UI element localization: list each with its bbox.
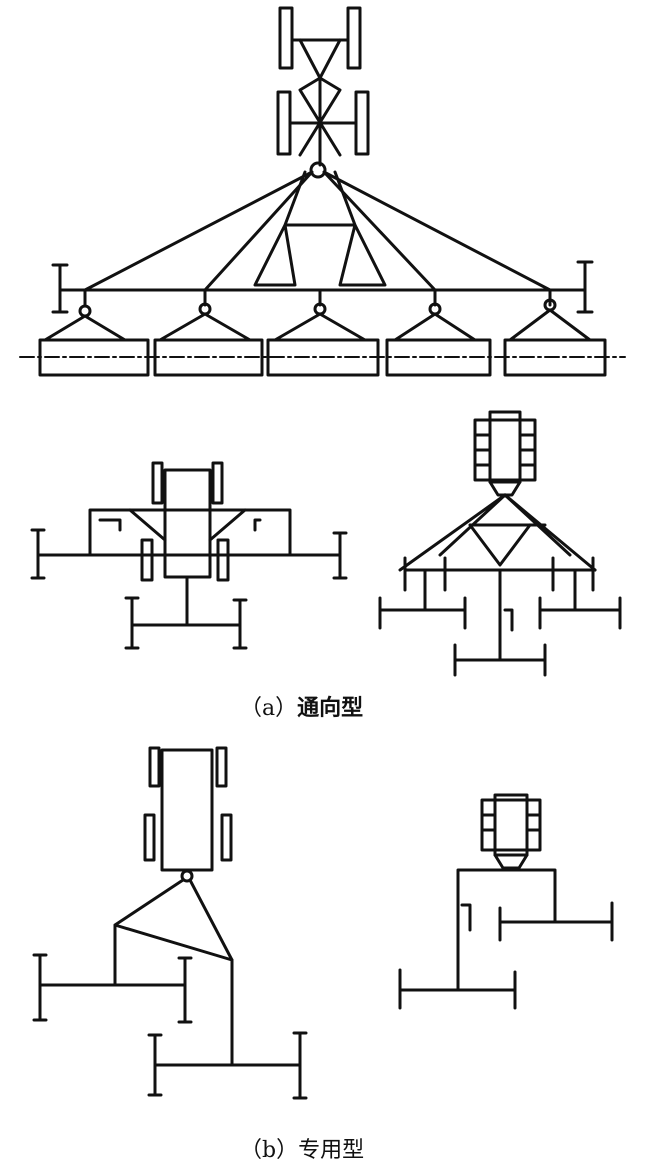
gangs bbox=[19, 288, 626, 377]
figure-a-right-crawler-hitch bbox=[378, 410, 622, 677]
caption-a-tag: （a） bbox=[240, 696, 298, 721]
figure-b-right-crawler-hitch bbox=[398, 793, 614, 1010]
caption-a-text: 通向型 bbox=[297, 696, 364, 721]
caption-a: （a）通向型 bbox=[240, 690, 363, 722]
tractor bbox=[276, 6, 370, 179]
figure-a-top-wide-hitch bbox=[19, 6, 626, 377]
caption-b-text: 专用型 bbox=[298, 1138, 365, 1163]
caption-b: （b）专用型 bbox=[240, 1132, 364, 1164]
fan-frame bbox=[51, 170, 594, 314]
figure-b-left-tractor-hitch bbox=[32, 746, 308, 1100]
figure-a-left-wheeled-tractor-hitch bbox=[30, 461, 348, 650]
caption-b-tag: （b） bbox=[240, 1138, 299, 1163]
